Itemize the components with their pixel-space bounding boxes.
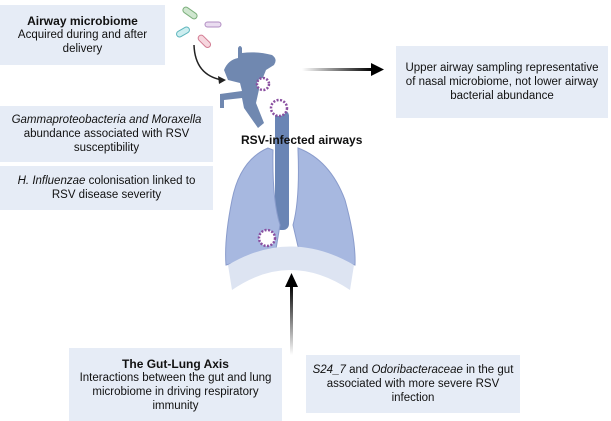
- diaphragm-icon: [228, 246, 354, 290]
- s24-7-box: S24_7 and Odoribacteraceae in the gut as…: [306, 355, 520, 413]
- upper-airway-icon: [220, 46, 276, 128]
- gut-lung-axis-box: The Gut-Lung Axis Interactions between t…: [69, 348, 282, 421]
- right-lung-icon: [292, 147, 356, 266]
- italic-term: Moraxella: [151, 114, 202, 126]
- box-text: Gammaproteobacteria and Moraxella abunda…: [6, 113, 207, 155]
- box-body: abundance associated with RSV susceptibi…: [23, 128, 190, 154]
- upper-airway-box: Upper airway sampling representative of …: [396, 46, 608, 118]
- box-body: Interactions between the gut and lung mi…: [79, 371, 272, 412]
- airway-microbiome-box: Airway microbiome Acquired during and af…: [0, 5, 165, 65]
- box-body: and: [345, 364, 372, 376]
- box-title: The Gut-Lung Axis: [122, 356, 229, 371]
- trachea-icon: [275, 110, 289, 230]
- italic-term: Gammaproteobacteria and: [11, 114, 149, 126]
- bacteria-icon: [176, 6, 222, 49]
- right-arrow: [302, 68, 372, 71]
- italic-term: Odoribacteraceae: [371, 364, 463, 376]
- italic-term: S24_7: [312, 364, 346, 376]
- box-text: H. Influenzae colonisation linked to RSV…: [6, 174, 207, 202]
- virus-icon: [255, 76, 289, 248]
- box-title: Airway microbiome: [27, 14, 138, 28]
- box-body: colonisation linked to RSV disease sever…: [51, 175, 196, 201]
- left-lung-icon: [225, 147, 281, 266]
- center-label: RSV-infected airways: [241, 133, 363, 147]
- italic-term: H. Influenzae: [17, 175, 86, 187]
- up-arrow: [290, 285, 293, 355]
- box-body: Upper airway sampling representative of …: [405, 62, 599, 102]
- box-body: Acquired during and after delivery: [17, 29, 148, 55]
- box-body: in the gut associated with more severe R…: [326, 364, 514, 404]
- box-text: S24_7 and Odoribacteraceae in the gut as…: [312, 363, 514, 405]
- gammaproteobacteria-box: Gammaproteobacteria and Moraxella abunda…: [0, 106, 213, 162]
- curved-arrow: [193, 44, 223, 81]
- h-influenzae-box: H. Influenzae colonisation linked to RSV…: [0, 166, 213, 210]
